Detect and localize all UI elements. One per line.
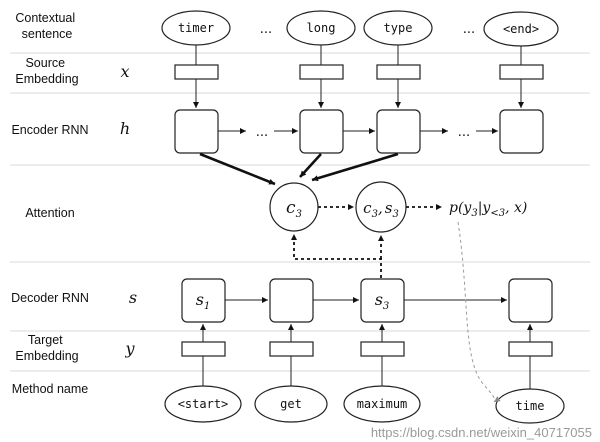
symbol-x: x xyxy=(120,62,129,81)
encoder-state-box xyxy=(174,109,219,154)
decoder-state-box xyxy=(269,278,314,323)
encoder-state-box xyxy=(299,109,344,154)
source-embedding-box xyxy=(376,64,421,80)
combined-state-label: c3,s3 xyxy=(363,199,399,220)
prediction-link xyxy=(457,221,501,403)
ellipsis: ... xyxy=(463,22,475,37)
encoder-rnn: ... ... xyxy=(174,109,544,154)
source-token-text: timer xyxy=(178,21,214,35)
source-embeddings xyxy=(174,64,544,80)
target-tokens: <start> get maximum time xyxy=(164,356,565,424)
target-embedding-box xyxy=(269,341,314,357)
target-token-node xyxy=(495,388,565,424)
context-vector-label: c3 xyxy=(286,198,302,220)
encoder-state-box xyxy=(499,109,544,154)
target-embedding-box xyxy=(181,341,226,357)
target-token-node xyxy=(254,385,328,423)
row-label-attention: Attention xyxy=(25,206,74,220)
decoder-rnn: s1 s3 xyxy=(181,278,553,323)
ellipsis: ... xyxy=(458,125,470,140)
row-separators xyxy=(10,52,590,372)
target-token-text: <start> xyxy=(178,397,229,411)
target-token-node xyxy=(343,385,421,423)
decoder-state-box xyxy=(508,278,553,323)
target-embeddings xyxy=(181,324,553,357)
symbol-y: y xyxy=(124,339,135,358)
target-token-text: maximum xyxy=(357,397,408,411)
symbol-h: h xyxy=(120,119,130,138)
decoder-state-label: s3 xyxy=(375,290,390,312)
encoder-state-box xyxy=(376,109,421,154)
row-symbols: x h s y xyxy=(120,62,137,358)
source-token-text: long xyxy=(307,21,336,35)
target-embedding-box xyxy=(508,341,553,357)
source-tokens: timer ... long type ... <end> xyxy=(161,10,559,47)
ellipsis: ... xyxy=(256,125,268,140)
source-token-text: <end> xyxy=(503,22,539,36)
target-embedding-box xyxy=(360,341,405,357)
attention-nodes: c3 c3,s3 p(y3|y<3, x) xyxy=(269,181,527,278)
ellipsis: ... xyxy=(260,22,272,37)
row-labels: Contextual sentence Source Embedding Enc… xyxy=(11,11,89,396)
row-label-decoder-rnn: Decoder RNN xyxy=(11,291,89,305)
embedding-encoder-arrows xyxy=(193,79,524,108)
row-label-target-embedding: Target Embedding xyxy=(15,333,78,363)
attention-weights xyxy=(199,152,399,186)
decoder-state-label: s1 xyxy=(196,290,211,312)
row-label-source-embedding: Source Embedding xyxy=(15,56,78,86)
target-token-text: get xyxy=(280,397,302,411)
source-embedding-box xyxy=(299,64,344,80)
output-probability-label: p(y3|y<3, x) xyxy=(449,200,527,219)
row-label-contextual-sentence: Contextual sentence xyxy=(15,11,78,41)
row-label-encoder-rnn: Encoder RNN xyxy=(11,123,88,137)
source-embedding-box xyxy=(499,64,544,80)
watermark: https://blog.csdn.net/weixin_40717055 xyxy=(371,425,592,440)
row-label-method-name: Method name xyxy=(12,382,88,396)
symbol-s: s xyxy=(129,288,137,307)
source-token-text: type xyxy=(384,21,413,35)
target-token-node xyxy=(164,385,242,423)
source-embedding-box xyxy=(174,64,219,80)
token-embedding-links xyxy=(195,45,522,65)
target-token-text: time xyxy=(516,399,545,413)
